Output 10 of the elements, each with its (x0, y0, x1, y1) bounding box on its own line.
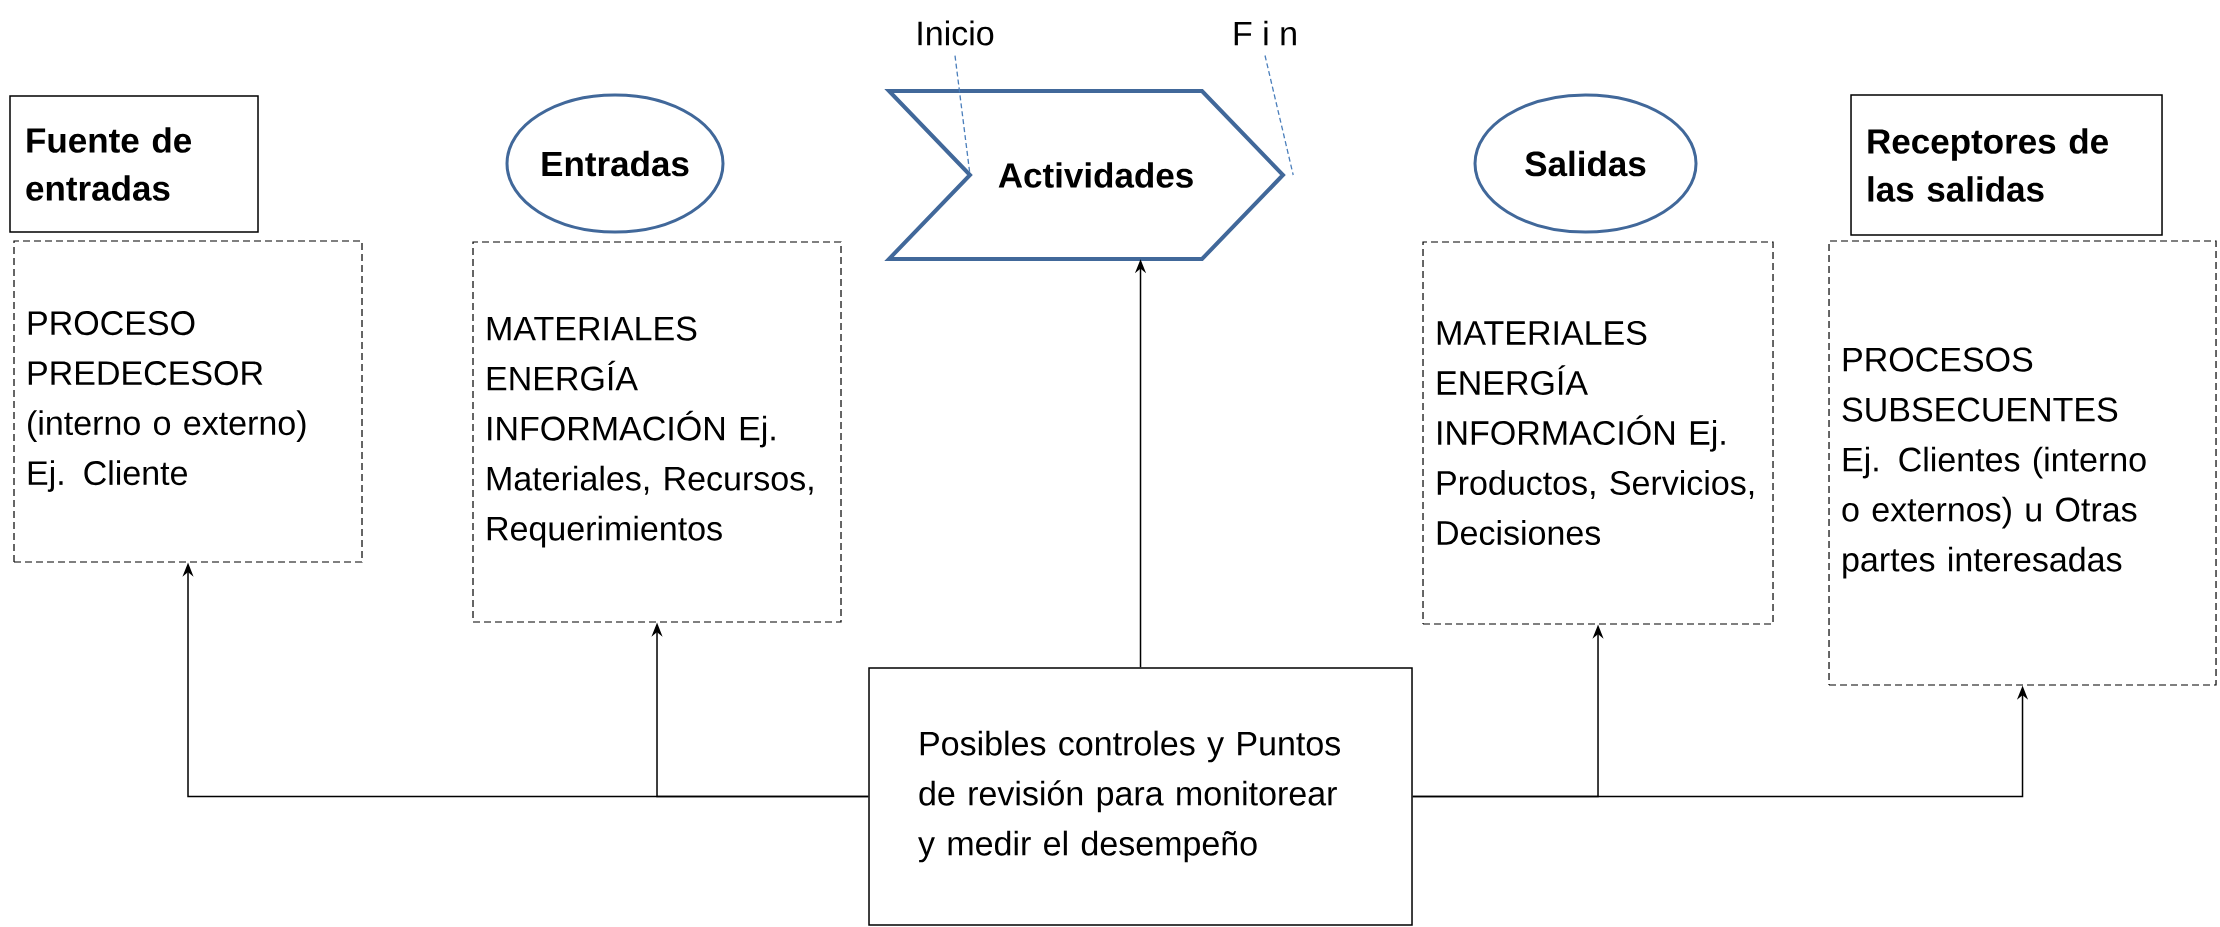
header-box: Receptores de las salidas (1850, 94, 2163, 236)
dashed-box: MATERIALES ENERGÍA INFORMACIÓN Ej. Productos, Servicios, Decisiones (1422, 241, 1774, 625)
annotation-text: F i n (1234, 20, 1296, 46)
dashed-box: PROCESO PREDECESOR (interno o externo) Ej. Cliente (13, 240, 363, 563)
header-box: Fuente de entradas (9, 95, 259, 233)
text-box: Posibles controles y Puntos de revisión para monitorear y medir el desempeño (868, 667, 1413, 926)
annotation-text: Inicio (918, 20, 994, 46)
dashed-box: MATERIALES ENERGÍA INFORMACIÓN Ej. Materiales, Recursos, Requerimientos (472, 241, 842, 623)
dashed-box: PROCESOS SUBSECUENTES Ej. Clientes (interno o externos) u Otras partes interesadas (1828, 240, 2217, 686)
chevron: Actividades (884, 89, 1286, 261)
